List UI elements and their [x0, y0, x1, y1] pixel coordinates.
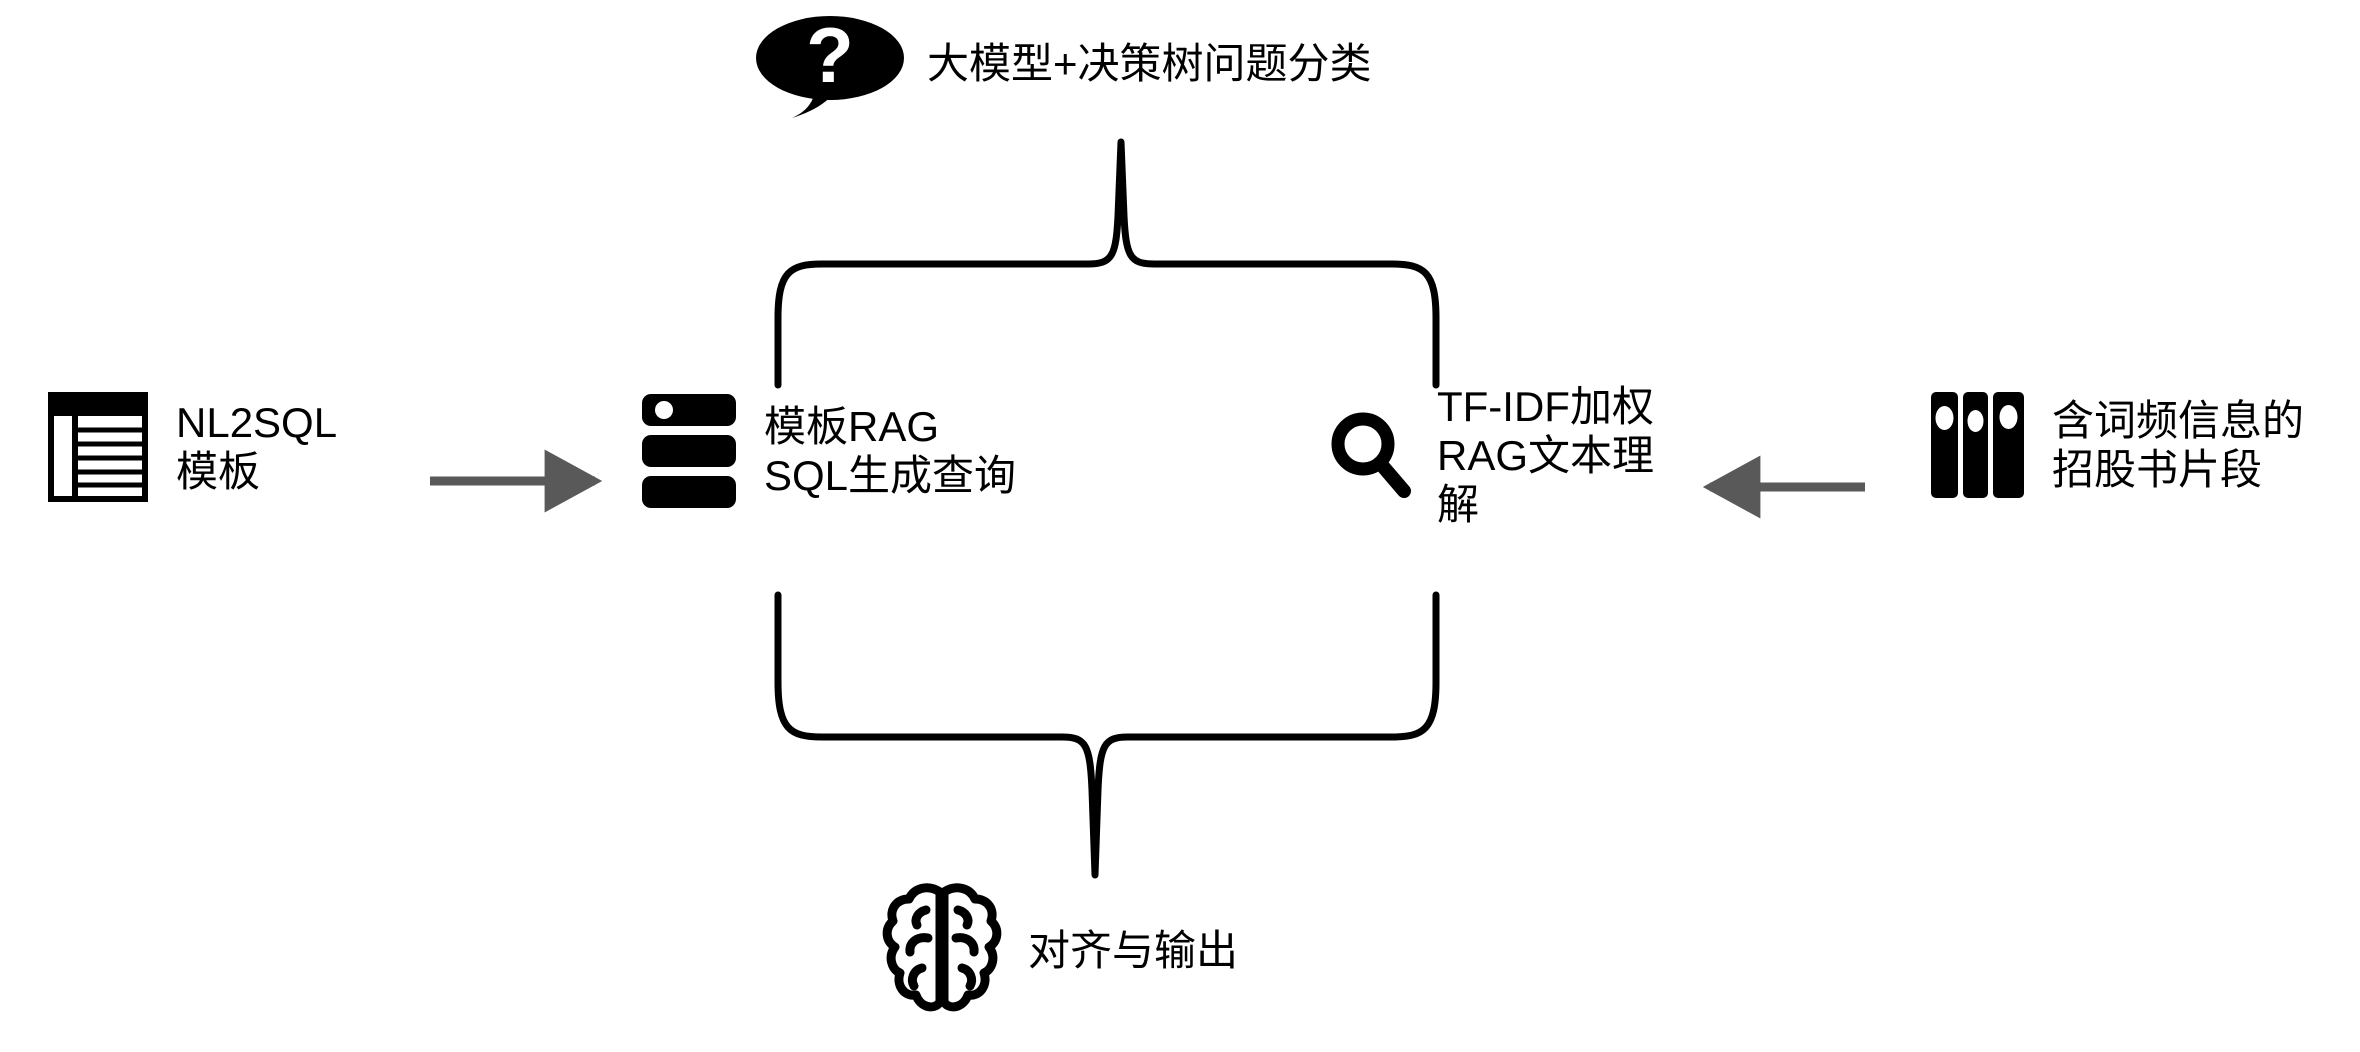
books-icon: [1931, 392, 2024, 498]
magnifier-icon: [1331, 412, 1411, 498]
node-classify-label: 大模型+决策树问题分类: [927, 40, 1372, 88]
node-nl2sql-label: NL2SQL 模板: [176, 398, 338, 495]
node-tfidf-rag-label: TF-IDF加权 RAG文本理 解: [1437, 383, 1655, 529]
node-prospectus[interactable]: 含词频信息的 招股书片段: [1930, 390, 2304, 500]
question-bubble-icon: ?: [756, 11, 904, 118]
node-tfidf-rag[interactable]: TF-IDF加权 RAG文本理 解: [1325, 382, 1654, 529]
node-template-rag[interactable]: 模板RAG SQL生成查询: [640, 392, 1016, 510]
server-icon: [642, 394, 736, 508]
node-align[interactable]: 对齐与输出: [882, 880, 1238, 1022]
table-icon: [48, 392, 148, 502]
node-nl2sql[interactable]: NL2SQL 模板: [48, 392, 337, 502]
brain-icon: [882, 883, 1002, 1012]
node-template-rag-label: 模板RAG SQL生成查询: [764, 402, 1017, 499]
top-curly-brace: [774, 138, 1440, 389]
node-align-label: 对齐与输出: [1028, 927, 1239, 975]
node-prospectus-label: 含词频信息的 招股书片段: [2052, 396, 2305, 493]
svg-text:?: ?: [806, 11, 854, 99]
node-classify[interactable]: ? 大模型+决策树问题分类: [755, 8, 1372, 120]
bottom-curly-brace: [774, 591, 1440, 879]
